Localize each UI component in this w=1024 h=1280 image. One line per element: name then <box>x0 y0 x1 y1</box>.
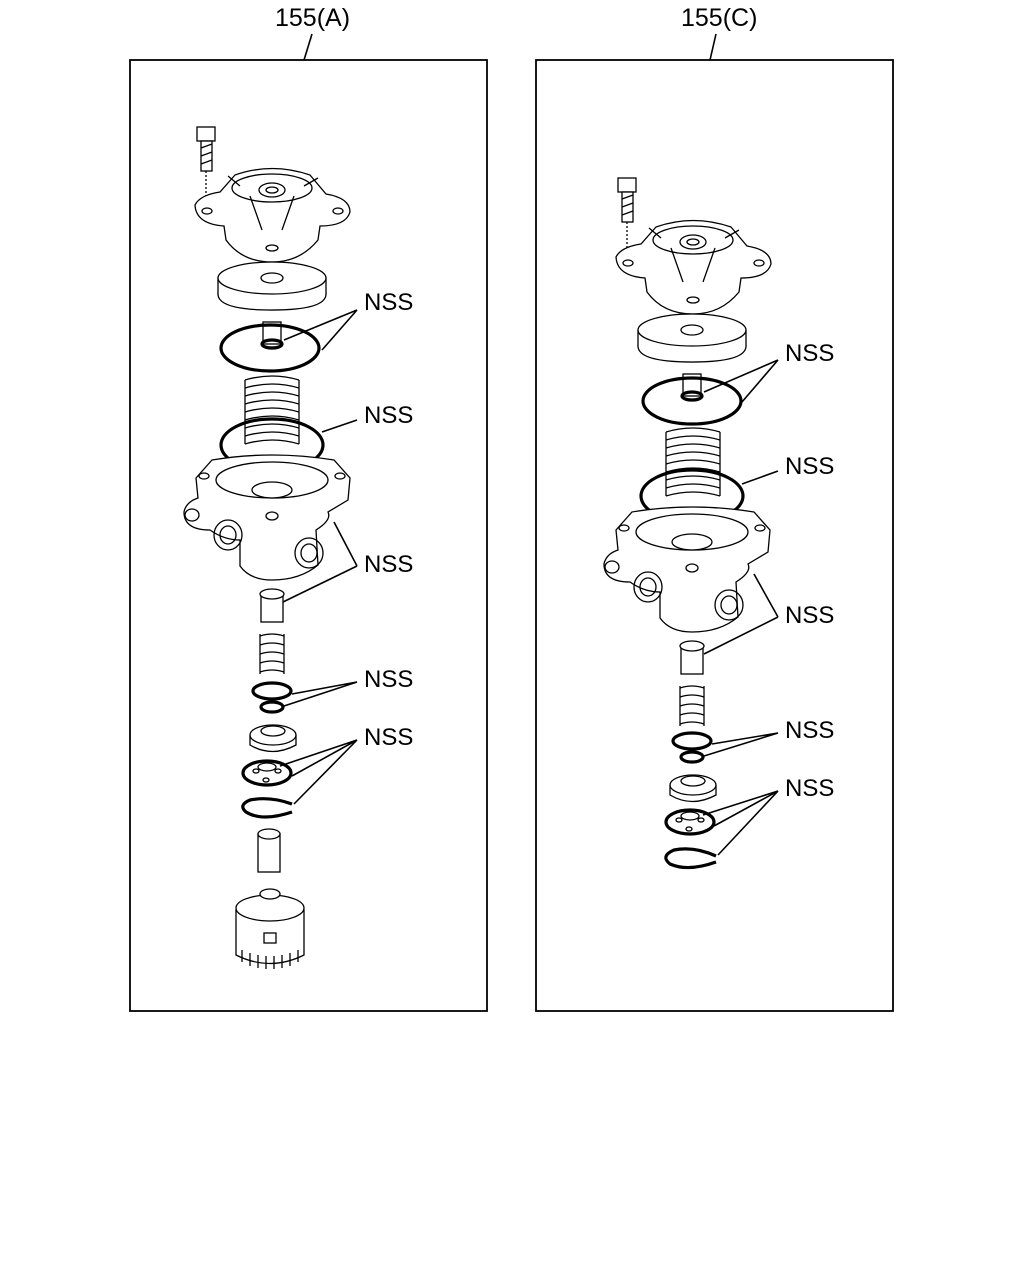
o-ring-small-2 <box>679 750 705 764</box>
nss-label-c-2: NSS <box>785 453 834 480</box>
nss-label-a-2: NSS <box>364 402 413 429</box>
small-spring <box>259 633 285 674</box>
nss-label-c-1: NSS <box>785 340 834 367</box>
panel-c-assembly <box>603 177 772 870</box>
panel-c-callouts: NSS NSS NSS NSS NSS <box>702 340 834 856</box>
lower-stem <box>257 828 281 873</box>
o-ring-large <box>641 376 743 426</box>
o-ring-small-1 <box>671 731 713 751</box>
o-ring-small-1 <box>251 681 293 701</box>
panel-c: 155(C) <box>535 4 894 1012</box>
top-cover <box>194 167 351 263</box>
retainer <box>664 808 716 836</box>
o-ring-small-2 <box>259 700 285 714</box>
spring <box>665 427 721 497</box>
panel-c-title-leader <box>709 33 717 61</box>
nss-label-a-4: NSS <box>364 666 413 693</box>
nss-label-a-5: NSS <box>364 724 413 751</box>
exhaust-cap <box>235 888 305 969</box>
valve-body <box>183 454 351 581</box>
piston <box>669 774 717 803</box>
panel-a: 155(A) <box>129 4 488 1012</box>
snap-ring <box>664 847 717 870</box>
valve-stem <box>260 321 284 350</box>
piston <box>249 724 297 753</box>
nss-label-c-4: NSS <box>785 717 834 744</box>
snap-ring <box>241 797 293 819</box>
small-spring <box>679 685 705 726</box>
panel-c-frame <box>535 59 894 1012</box>
nss-label-c-3: NSS <box>785 602 834 629</box>
diaphragm-disc <box>217 261 327 311</box>
panel-a-title: 155(A) <box>275 4 350 32</box>
valve-cup <box>679 640 705 675</box>
nss-label-a-3: NSS <box>364 551 413 578</box>
retainer <box>241 759 293 787</box>
panel-a-title-leader <box>303 33 313 61</box>
o-ring-large <box>219 323 321 373</box>
nss-label-c-5: NSS <box>785 775 834 802</box>
nss-label-a-1: NSS <box>364 289 413 316</box>
spring <box>244 375 300 445</box>
panel-a-frame <box>129 59 488 1012</box>
diaphragm-disc <box>637 313 747 363</box>
panel-c-title: 155(C) <box>681 4 757 32</box>
panel-a-callouts: NSS NSS NSS NSS NSS <box>279 289 413 805</box>
top-cover <box>615 219 772 315</box>
valve-body <box>603 506 771 633</box>
panel-a-assembly <box>183 126 351 969</box>
valve-cup <box>259 588 285 623</box>
